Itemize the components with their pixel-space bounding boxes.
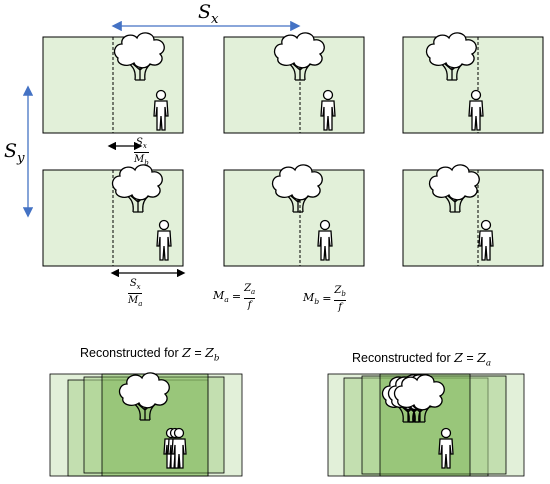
equation-ma: Ma = Za f — [213, 283, 256, 311]
panel-bottom-1 — [42, 164, 184, 267]
sy-subscript: y — [17, 150, 25, 166]
fraction-sx-ma-denominator: Ma — [128, 294, 143, 308]
reconstruction-zb — [49, 372, 243, 477]
caption-za-var: Z — [454, 350, 463, 365]
caption-zb-equals: = — [194, 346, 202, 360]
fraction-sx-ma: Sx Ma — [128, 278, 143, 308]
sx-label: Sx — [198, 3, 219, 26]
caption-zb-var: Z — [182, 345, 191, 360]
sy-symbol: S — [4, 140, 18, 162]
panel-top-2 — [223, 32, 365, 134]
equation-mb: Mb = Zb f — [303, 285, 346, 313]
fraction-sx-ma-numerator: Sx — [129, 278, 141, 291]
panel-bottom-2 — [223, 164, 365, 267]
fraction-sx-mb: Sx Mb — [134, 137, 149, 167]
sx-subscript: x — [211, 11, 219, 27]
caption-reconstructed-za: Reconstructed for Z = Za — [352, 350, 492, 369]
equation-mb-equals: = — [322, 292, 332, 306]
reconstruction-za — [327, 373, 525, 477]
equation-ma-equals: = — [231, 290, 242, 304]
sy-label: Sy — [4, 142, 25, 165]
caption-reconstructed-zb: Reconstructed for Z = Zb — [80, 345, 220, 364]
caption-za-value: Za — [477, 350, 492, 369]
fraction-sx-mb-denominator: Mb — [134, 153, 149, 167]
caption-za-equals: = — [466, 351, 474, 365]
caption-za-prefix: Reconstructed for — [352, 351, 451, 365]
equation-ma-lhs: Ma — [213, 289, 229, 305]
equation-ma-fraction: Za f — [244, 283, 256, 311]
equation-mb-fraction: Zb f — [334, 285, 346, 313]
panel-bottom-3 — [402, 164, 544, 267]
equation-mb-lhs: Mb — [303, 291, 320, 307]
panel-top-3 — [402, 32, 544, 134]
sx-symbol: S — [198, 1, 212, 23]
caption-zb-prefix: Reconstructed for — [80, 346, 179, 360]
panel-top-1 — [42, 32, 184, 134]
caption-zb-value: Zb — [205, 345, 220, 364]
fraction-sx-mb-numerator: Sx — [135, 137, 147, 150]
